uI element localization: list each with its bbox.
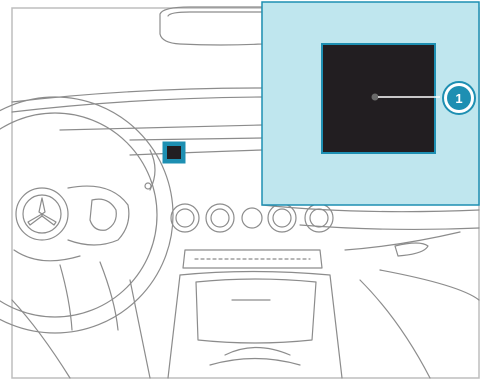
inset-component-zoom [322,44,435,153]
square-module-icon [167,146,181,159]
component-sensor-point [372,94,379,101]
inset-panel: 1 [262,2,479,205]
highlighted-component-marker [163,142,185,163]
callout-number: 1 [455,91,462,106]
